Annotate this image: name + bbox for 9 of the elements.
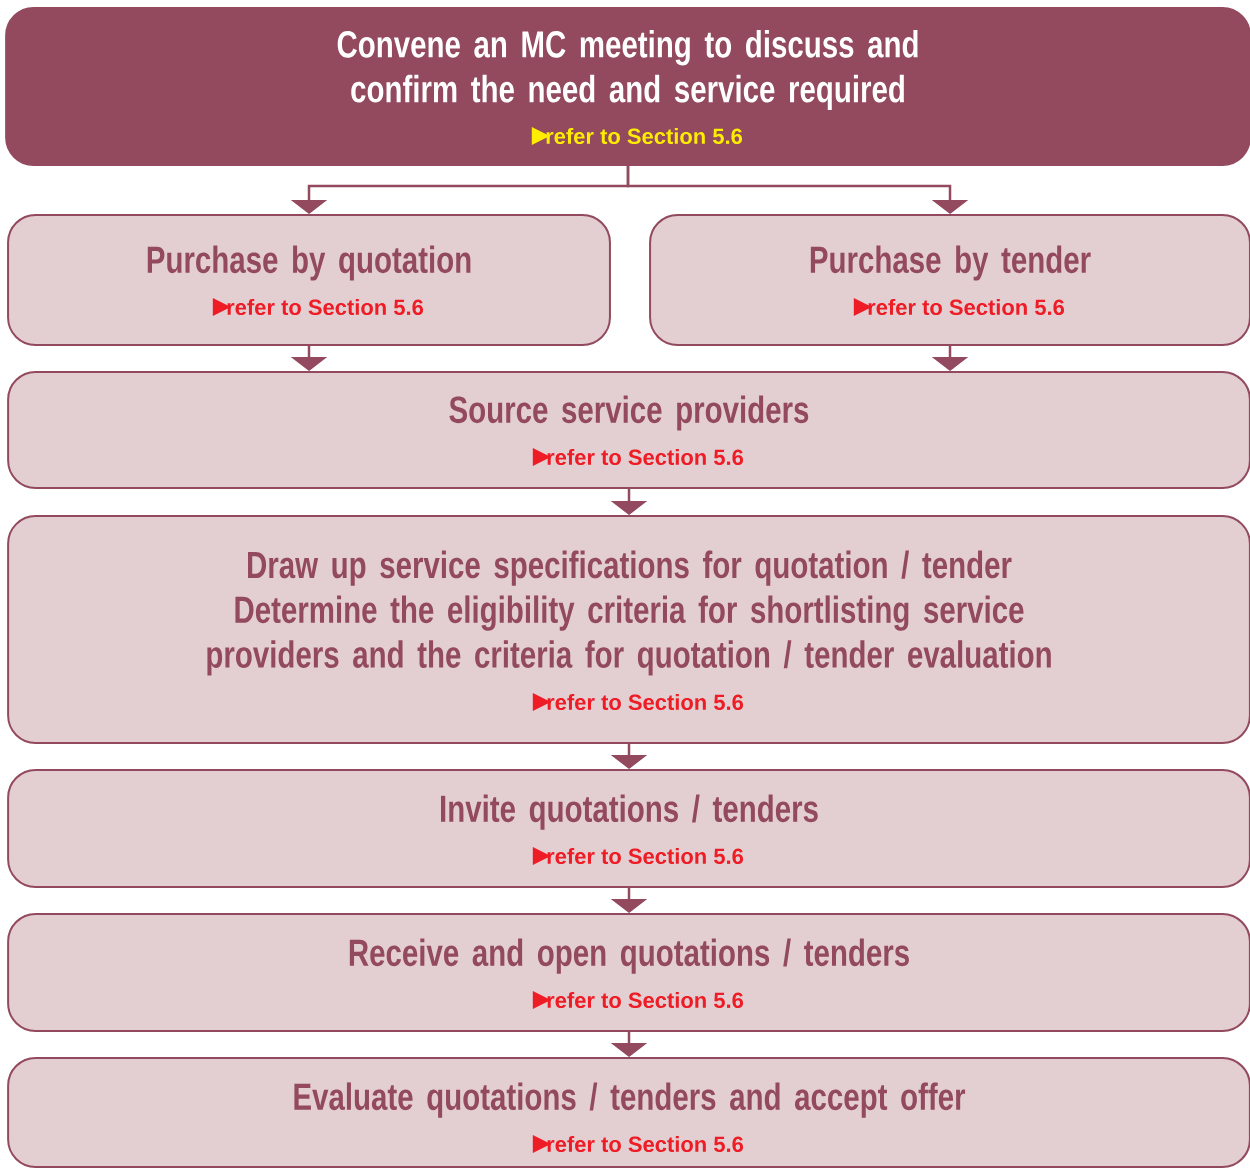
process-box: Convene an MC meeting to discuss and confirm the need and service required refer to Section 5.6 — [5, 7, 1250, 166]
process-box: Purchase by quotation refer to Section 5.6 — [7, 214, 611, 346]
process-box: Evaluate quotations / tenders and accept offer refer to Section 5.6 — [7, 1057, 1250, 1168]
process-box: Receive and open quotations / tenders refer to Section 5.6 — [7, 913, 1250, 1032]
process-box: Purchase by tender refer to Section 5.6 — [649, 214, 1250, 346]
process-box: Draw up service specifications for quotation / tender Determine the eligibility criteria for shortlisting service providers and the criteria for quotation / tender evaluation refer to Section 5.6 — [7, 515, 1250, 744]
process-box: Source service providers refer to Section 5.6 — [7, 371, 1250, 489]
arrow — [626, 166, 969, 214]
process-box: Invite quotations / tenders refer to Section 5.6 — [7, 769, 1250, 888]
